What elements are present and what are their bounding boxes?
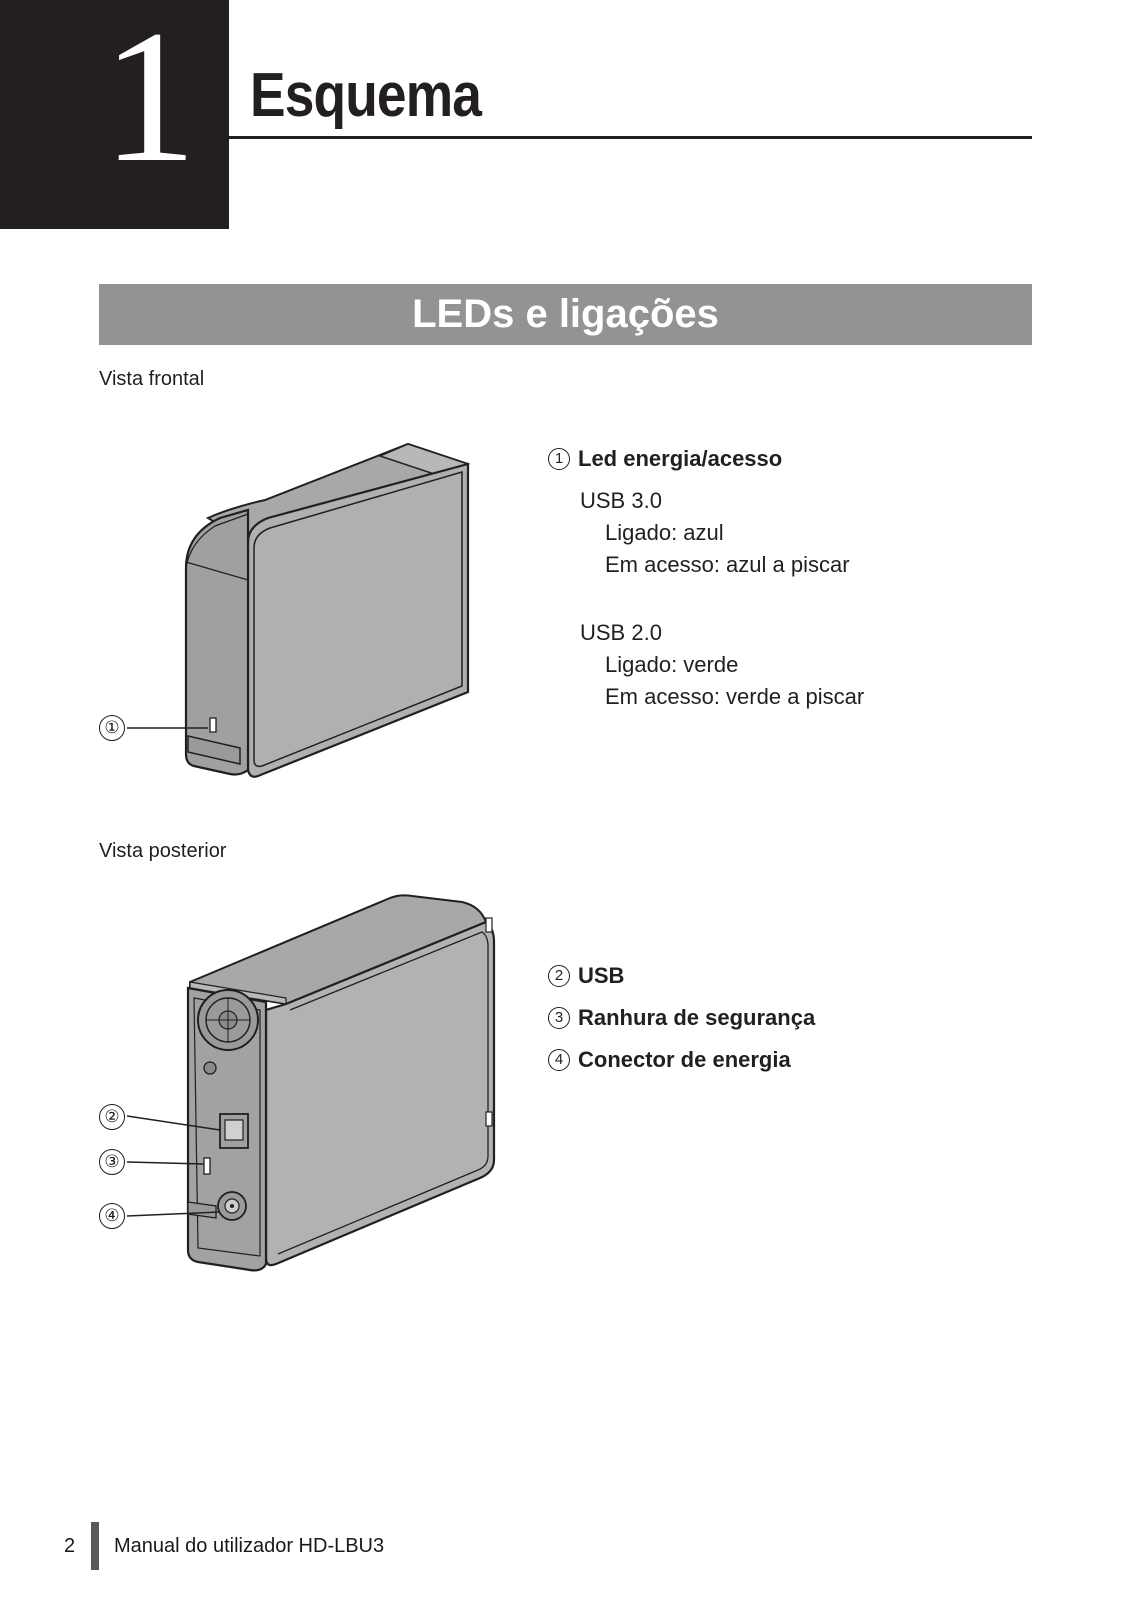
usb-label: USB: [578, 963, 625, 988]
security-slot-label: Ranhura de segurança: [578, 1005, 816, 1030]
callout-2: ②: [99, 1104, 125, 1130]
usb3-on: Ligado: azul: [605, 520, 724, 545]
usb2-title: USB 2.0: [580, 620, 662, 645]
rear-view-drive-illustration: [126, 894, 496, 1272]
callout-3: ③: [99, 1149, 125, 1175]
security-slot-number: 3: [548, 1007, 570, 1029]
usb3-title: USB 3.0: [580, 488, 662, 513]
power-connector-item: 4 Conector de energia: [548, 1047, 791, 1073]
led-heading: 1 Led energia/acesso: [548, 446, 782, 472]
footer-title: Manual do utilizador HD-LBU3: [114, 1535, 385, 1557]
power-connector-label: Conector de energia: [578, 1047, 791, 1072]
chapter-rule: [229, 136, 1032, 139]
page-number: 2: [64, 1535, 76, 1557]
chapter-number: 1: [102, 0, 197, 202]
usb2-access: Em acesso: verde a piscar: [605, 684, 865, 709]
section-title: LEDs e ligações: [99, 284, 1032, 345]
footer-divider: [91, 1522, 99, 1570]
usb3-access: Em acesso: azul a piscar: [605, 552, 850, 577]
callout-1: ①: [99, 715, 125, 741]
led-number: 1: [548, 448, 570, 470]
front-view-label: Vista frontal: [99, 368, 205, 390]
usb-item: 2 USB: [548, 963, 624, 989]
led-description: 1 Led energia/acesso: [548, 446, 782, 472]
chapter-title: Esquema: [250, 61, 482, 130]
power-connector-number: 4: [548, 1049, 570, 1071]
usb2-on: Ligado: verde: [605, 652, 739, 677]
chapter-block: 1: [0, 0, 229, 229]
callout-4: ④: [99, 1203, 125, 1229]
security-slot-item: 3 Ranhura de segurança: [548, 1005, 815, 1031]
usb-number: 2: [548, 965, 570, 987]
led-title: Led energia/acesso: [578, 446, 783, 471]
rear-view-label: Vista posterior: [99, 840, 227, 862]
front-view-drive-illustration: [127, 442, 471, 778]
